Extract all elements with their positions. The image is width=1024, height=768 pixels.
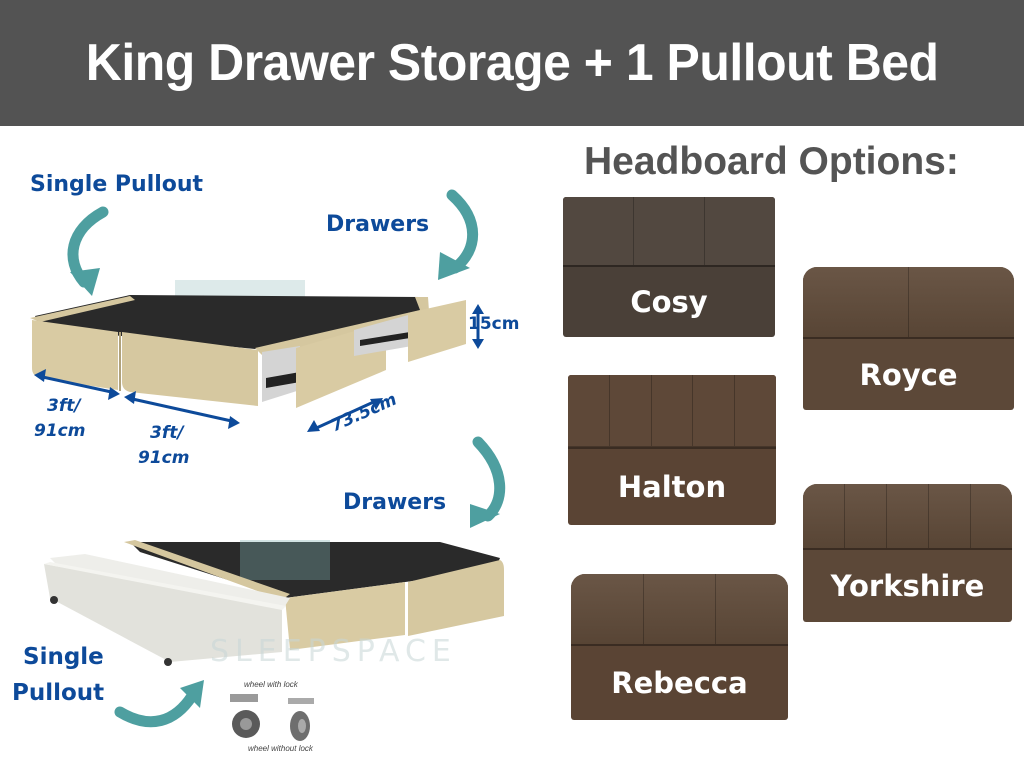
height-dimension: 15cm [468,314,520,334]
headboard-panels [563,197,775,267]
curved-arrow-icon [470,436,506,528]
watermark-text: SLEEPSPACE [210,634,457,669]
curved-arrow-icon [67,206,109,296]
width-arrow-icon [34,369,383,432]
headboard-panels [571,574,788,646]
width-right-cm: 91cm [138,448,190,468]
headboard-label-area: Royce [803,339,1014,410]
headboard-label-area: Cosy [563,267,775,337]
width-left-ft: 3ft/ [47,396,81,416]
headboard-label-area: Rebecca [571,646,788,720]
headboard-label-area: Yorkshire [803,550,1012,622]
curved-arrow-icon [438,189,479,280]
single-pullout-label-top: Single Pullout [30,172,204,197]
storage-bed-illustration [30,189,484,432]
single-label-bottom: Single [23,644,104,670]
caster-wheels-icon [230,694,314,741]
pullout-bed-illustration [44,436,506,728]
drawers-label-top: Drawers [326,212,430,237]
headboard-panels [803,484,1012,550]
page-title: King Drawer Storage + 1 Pullout Bed [85,34,939,92]
headboard-cosy[interactable]: Cosy [563,197,775,337]
headboard-panels [803,267,1014,339]
wheel-without-lock-caption: wheel without lock [248,744,313,753]
headboard-name: Yorkshire [830,569,985,603]
headboard-rebecca[interactable]: Rebecca [571,574,788,720]
headboard-royce[interactable]: Royce [803,267,1014,410]
pullout-label-bottom: Pullout [12,680,105,706]
headboard-name: Halton [617,470,727,504]
headboard-halton[interactable]: Halton [568,375,776,525]
headboard-label-area: Halton [568,449,776,525]
drawers-label-bottom: Drawers [343,490,447,515]
headboard-options-title: Headboard Options: [584,140,959,183]
wheel-with-lock-caption: wheel with lock [244,680,298,689]
width-left-cm: 91cm [34,421,86,441]
height-arrow-icon [472,304,484,349]
width-right-ft: 3ft/ [150,423,184,443]
headboard-yorkshire[interactable]: Yorkshire [803,484,1012,622]
headboard-panels [568,375,776,449]
headboard-name: Royce [859,357,958,392]
curved-arrow-icon [114,680,204,728]
wheels-photo: wheel with lock wheel without lock [216,676,338,764]
title-banner: King Drawer Storage + 1 Pullout Bed [0,0,1024,126]
headboard-name: Rebecca [611,666,748,700]
headboard-name: Cosy [630,285,708,319]
